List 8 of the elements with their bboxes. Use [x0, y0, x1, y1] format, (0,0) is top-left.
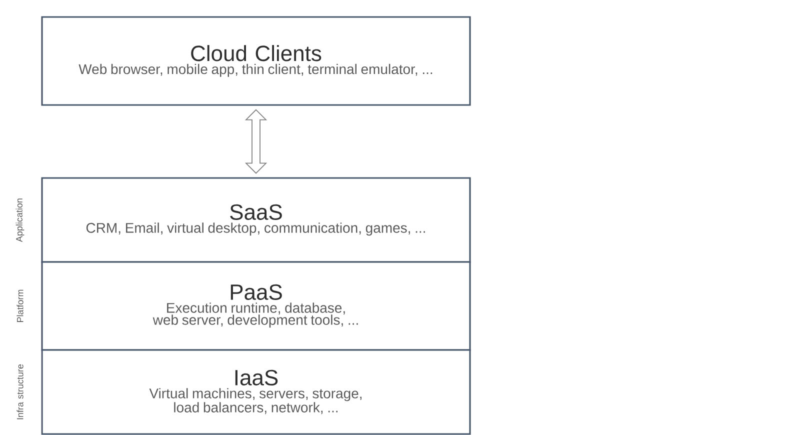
side-label: Infra structure: [16, 364, 24, 420]
layer-box: PaaS Execution runtime, database, web server, development tools, ...: [41, 261, 471, 351]
double-arrow: [244, 109, 268, 174]
layer-box: SaaS CRM, Email, virtual desktop, communication, games, ...: [41, 177, 471, 263]
client-box: Cloud Clients Web browser, mobile app, thin client, terminal emulator, ...: [41, 16, 471, 106]
side-label: Platform: [16, 290, 24, 322]
side-label: Application: [16, 198, 24, 242]
layer-box: IaaS Virtual machines, servers, storage, load balancers, network, ...: [41, 349, 471, 435]
